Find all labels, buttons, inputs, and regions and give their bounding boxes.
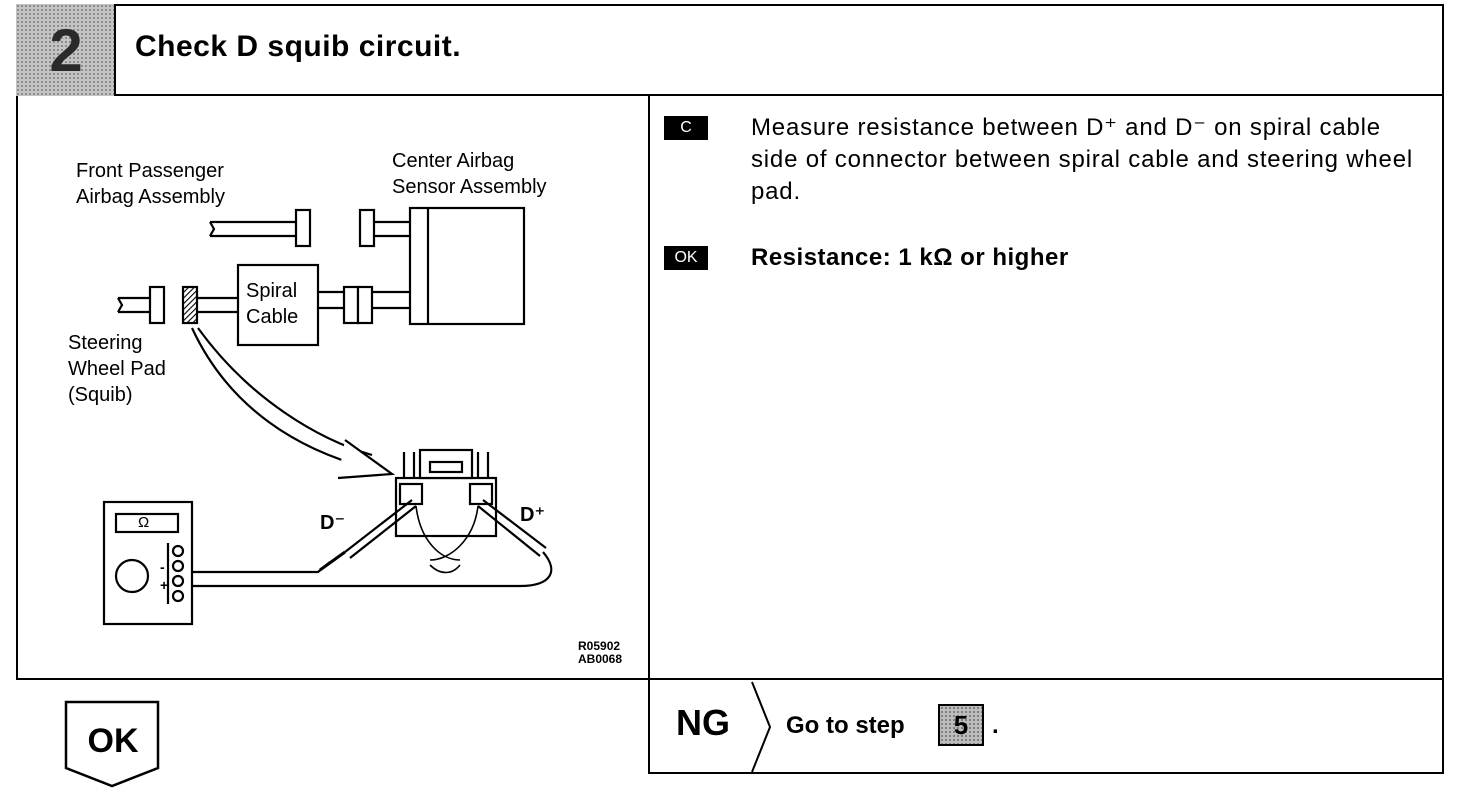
front-passenger-connector	[294, 208, 312, 248]
label-d-minus: D⁻	[320, 512, 345, 534]
svg-text:-: -	[160, 559, 165, 575]
label-front-passenger: Front Passenger Airbag Assembly	[76, 160, 225, 208]
label-steering-wheel: Steering Wheel Pad (Squib)	[68, 332, 166, 406]
column-divider	[648, 96, 650, 682]
instruction-text: Measure resistance between D⁺ and D⁻ on …	[751, 114, 1413, 205]
go-to-text: Go to step	[786, 712, 905, 739]
ok-arrow-box	[64, 700, 160, 788]
steering-pad-connector	[148, 285, 166, 325]
ng-label: NG	[676, 702, 730, 743]
go-to-step-number[interactable]: 5	[938, 704, 984, 746]
go-to-period: .	[992, 712, 999, 739]
label-spiral-cable: Spiral Cable	[246, 280, 299, 328]
resistance-spec: Resistance: 1 kΩ or higher	[751, 244, 1069, 271]
step-title: Check D squib circuit.	[135, 30, 462, 63]
front-passenger-wire	[209, 220, 295, 238]
ng-chevron	[751, 681, 772, 773]
center-sensor-connector	[358, 208, 376, 248]
step-number: 2	[49, 16, 83, 84]
body-frame	[16, 96, 1444, 680]
label-d-plus: D⁺	[520, 504, 545, 526]
condition-tag: C	[664, 116, 708, 140]
meter-ohm-symbol: Ω	[138, 514, 150, 531]
ok-label: OK	[87, 722, 139, 760]
ng-box	[648, 680, 1444, 774]
svg-text:+: +	[160, 577, 168, 593]
probe-d-plus	[477, 499, 547, 557]
arrow-curve	[191, 327, 369, 470]
spiral-cable-box	[236, 263, 320, 347]
step-number-box	[16, 4, 116, 96]
figure-codes: R05902 AB0068	[578, 639, 623, 666]
label-center-airbag: Center Airbag Sensor Assembly	[392, 150, 547, 198]
probe-d-minus	[344, 499, 417, 559]
wiring-diagram: + -	[102, 206, 553, 626]
ok-tag: OK	[664, 246, 708, 270]
squib-connector	[181, 285, 199, 325]
